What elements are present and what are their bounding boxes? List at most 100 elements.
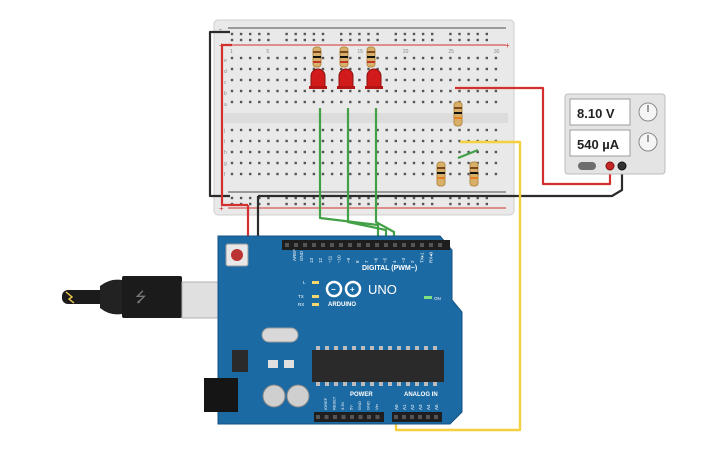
breadboard-hole[interactable] — [294, 78, 297, 82]
breadboard-hole[interactable] — [303, 100, 306, 104]
breadboard-hole[interactable] — [294, 56, 297, 60]
rail-hole[interactable] — [285, 196, 288, 200]
digital-pin[interactable] — [330, 243, 334, 247]
breadboard-hole[interactable] — [321, 67, 325, 71]
power-pin[interactable] — [367, 415, 371, 419]
breadboard-hole[interactable] — [403, 56, 407, 60]
rail-hole[interactable] — [412, 32, 416, 36]
breadboard-hole[interactable] — [385, 78, 388, 82]
breadboard-hole[interactable] — [230, 67, 234, 71]
breadboard-hole[interactable] — [403, 150, 407, 154]
breadboard-hole[interactable] — [303, 172, 306, 176]
breadboard-hole[interactable] — [485, 56, 488, 60]
rail-hole[interactable] — [376, 196, 379, 200]
breadboard-hole[interactable] — [412, 56, 416, 60]
digital-pin[interactable] — [348, 243, 352, 247]
breadboard-hole[interactable] — [312, 89, 316, 93]
breadboard-hole[interactable] — [249, 67, 252, 71]
breadboard-hole[interactable] — [267, 89, 270, 93]
rail-hole[interactable] — [340, 32, 343, 36]
breadboard-hole[interactable] — [403, 89, 407, 93]
breadboard-hole[interactable] — [394, 172, 397, 176]
positive-terminal[interactable] — [605, 161, 615, 171]
rail-hole[interactable] — [367, 202, 370, 206]
breadboard-hole[interactable] — [367, 161, 370, 165]
breadboard-hole[interactable] — [330, 56, 334, 60]
breadboard-hole[interactable] — [294, 128, 297, 132]
breadboard-hole[interactable] — [385, 89, 388, 93]
breadboard-hole[interactable] — [476, 78, 479, 82]
breadboard-hole[interactable] — [440, 78, 443, 82]
breadboard-hole[interactable] — [494, 150, 498, 154]
breadboard-hole[interactable] — [458, 128, 461, 132]
breadboard-hole[interactable] — [239, 56, 243, 60]
breadboard-hole[interactable] — [258, 150, 261, 154]
digital-pin[interactable] — [294, 243, 298, 247]
breadboard-hole[interactable] — [321, 56, 325, 60]
breadboard-hole[interactable] — [403, 67, 407, 71]
rail-hole[interactable] — [458, 32, 461, 36]
breadboard-hole[interactable] — [330, 139, 334, 143]
rail-hole[interactable] — [267, 32, 270, 36]
breadboard-hole[interactable] — [276, 161, 279, 165]
breadboard-hole[interactable] — [340, 172, 343, 176]
breadboard-hole[interactable] — [449, 56, 452, 60]
breadboard-hole[interactable] — [494, 100, 498, 104]
breadboard-hole[interactable] — [385, 128, 388, 132]
dc-power-jack[interactable] — [204, 378, 238, 412]
digital-pin[interactable] — [420, 243, 424, 247]
breadboard-hole[interactable] — [467, 172, 470, 176]
breadboard-hole[interactable] — [367, 100, 370, 104]
breadboard-hole[interactable] — [239, 150, 243, 154]
breadboard-hole[interactable] — [440, 56, 443, 60]
breadboard-hole[interactable] — [276, 128, 279, 132]
breadboard-hole[interactable] — [358, 78, 361, 82]
breadboard-hole[interactable] — [303, 89, 306, 93]
breadboard-hole[interactable] — [312, 161, 316, 165]
breadboard-hole[interactable] — [367, 150, 370, 154]
breadboard-hole[interactable] — [303, 161, 306, 165]
rail-hole[interactable] — [267, 202, 270, 206]
breadboard-hole[interactable] — [485, 89, 488, 93]
breadboard-hole[interactable] — [321, 128, 325, 132]
breadboard-hole[interactable] — [458, 89, 461, 93]
breadboard-hole[interactable] — [449, 161, 452, 165]
rail-hole[interactable] — [249, 38, 252, 42]
breadboard-hole[interactable] — [230, 172, 234, 176]
breadboard-hole[interactable] — [267, 67, 270, 71]
breadboard-hole[interactable] — [330, 150, 334, 154]
breadboard-hole[interactable] — [467, 128, 470, 132]
breadboard-hole[interactable] — [412, 89, 416, 93]
breadboard-hole[interactable] — [230, 100, 234, 104]
breadboard-hole[interactable] — [249, 128, 252, 132]
breadboard-hole[interactable] — [239, 161, 243, 165]
rail-hole[interactable] — [321, 202, 325, 206]
rail-hole[interactable] — [349, 202, 352, 206]
breadboard-hole[interactable] — [330, 128, 334, 132]
rail-hole[interactable] — [358, 202, 361, 206]
breadboard-hole[interactable] — [321, 139, 325, 143]
rail-hole[interactable] — [285, 38, 288, 42]
rail-hole[interactable] — [467, 38, 470, 42]
breadboard-hole[interactable] — [358, 161, 361, 165]
digital-pin[interactable] — [321, 243, 325, 247]
rail-hole[interactable] — [303, 202, 306, 206]
breadboard-hole[interactable] — [276, 67, 279, 71]
breadboard-hole[interactable] — [276, 78, 279, 82]
breadboard-hole[interactable] — [239, 100, 243, 104]
rail-hole[interactable] — [230, 196, 234, 200]
rail-hole[interactable] — [258, 32, 261, 36]
breadboard-hole[interactable] — [467, 161, 470, 165]
breadboard-hole[interactable] — [449, 128, 452, 132]
breadboard-hole[interactable] — [239, 128, 243, 132]
breadboard-hole[interactable] — [412, 100, 416, 104]
reset-button-cap[interactable] — [231, 249, 243, 261]
breadboard-hole[interactable] — [294, 139, 297, 143]
breadboard-hole[interactable] — [394, 67, 397, 71]
breadboard-hole[interactable] — [267, 161, 270, 165]
breadboard-hole[interactable] — [276, 150, 279, 154]
rail-hole[interactable] — [340, 196, 343, 200]
breadboard-hole[interactable] — [458, 161, 461, 165]
breadboard-hole[interactable] — [494, 67, 498, 71]
breadboard-hole[interactable] — [230, 128, 234, 132]
